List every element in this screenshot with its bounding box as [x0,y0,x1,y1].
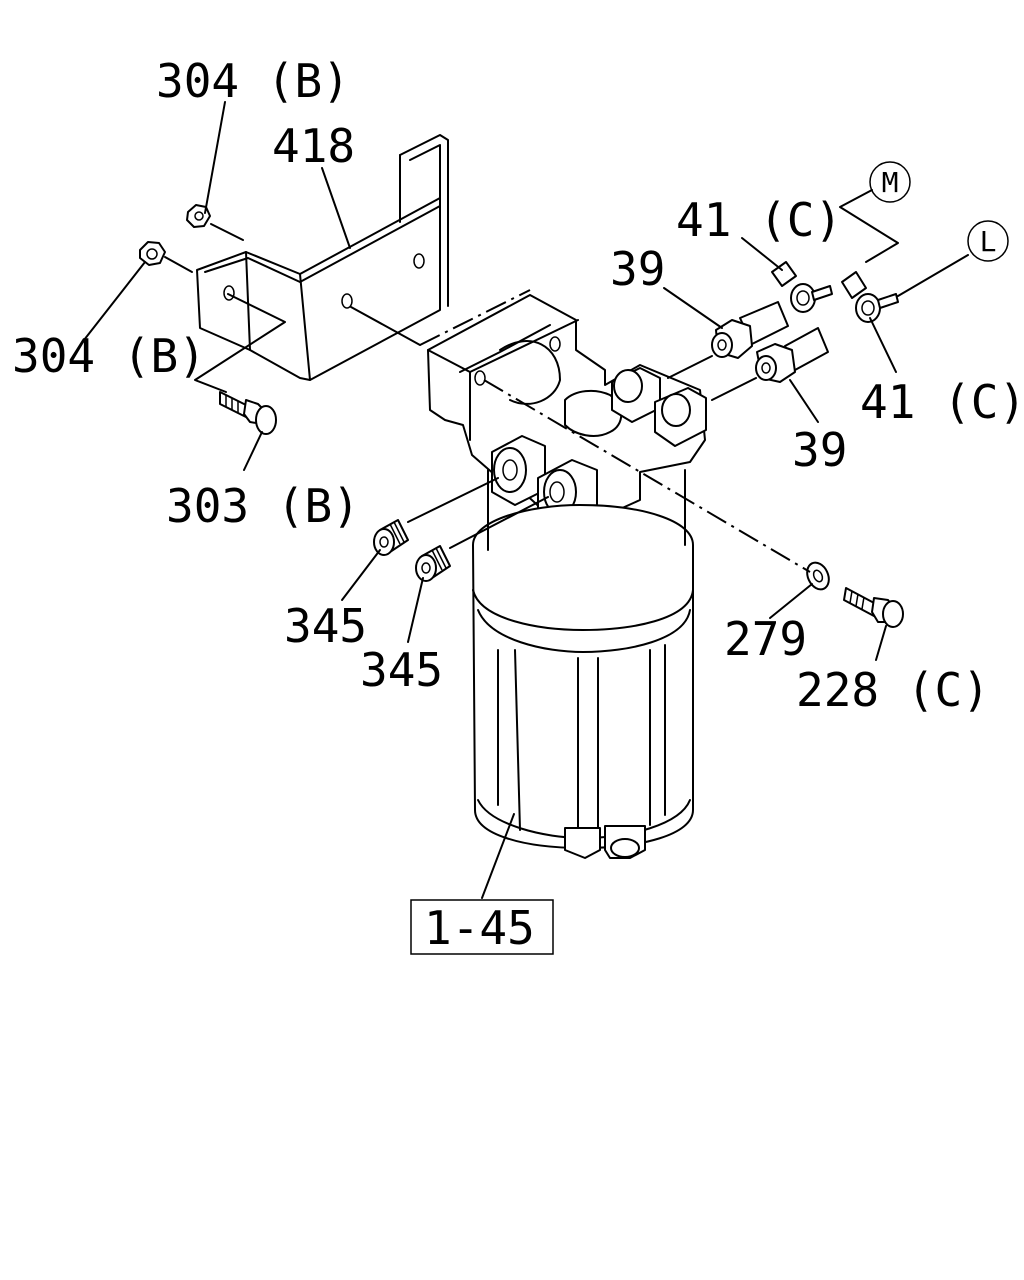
fitting-39-lower [755,327,829,383]
leader-345-lower [407,577,424,643]
label-345-upper: 345 [284,599,367,653]
leader-304b-upper [204,101,226,214]
label-345-lower: 345 [360,643,443,697]
leader-l [897,254,969,297]
bolt-228c [843,587,904,628]
leader-345-upper [341,549,381,601]
ref-m-text: M [882,166,899,199]
leader-nut-left [164,256,193,273]
leader-41c-upper [741,237,783,271]
bolt-path [194,293,286,393]
label-303b: 303 (B) [166,479,360,533]
filter-bowl [472,469,694,859]
label-304b-left: 304 (B) [12,329,206,383]
leader-303b [243,431,263,471]
centerline-bolt [483,379,811,573]
line-clip-m [839,189,899,263]
nut-304b-upper [186,204,211,228]
assembly-ref-text: 1-45 [424,901,535,955]
leader-418 [321,167,351,249]
label-418: 418 [272,119,355,173]
ref-circle-l: L [967,220,1009,262]
bracket-418 [196,134,449,381]
nut-304b-left [139,241,166,266]
label-41c-upper: 41 (C) [676,193,842,247]
bolt-303b [219,391,277,435]
label-39-upper: 39 [610,242,665,296]
label-39-lower: 39 [792,423,847,477]
label-228c: 228 (C) [796,663,990,717]
label-279: 279 [724,612,807,666]
label-304b-upper: 304 (B) [156,54,350,108]
leader-304b-left [83,261,146,341]
leader-228c [875,625,887,661]
assembly-ref-box: 1-45 [410,899,554,955]
clip-41c-upper [771,261,833,313]
centerline-bracket [419,289,531,346]
leader-1-45 [481,813,515,899]
bracket-hole-line [350,306,421,346]
line-fitting-lower [711,377,757,401]
line-plug-upper [407,477,499,523]
leader-279 [769,583,813,619]
leader-nut-upper [210,223,244,241]
ref-circle-m: M [869,161,911,203]
leader-39-upper [663,287,723,329]
washer-279 [806,561,830,591]
leader-39-lower [789,379,819,423]
line-plug-lower [449,496,549,549]
fitting-39-upper [711,301,789,359]
line-fitting-upper [667,355,713,379]
label-41c-lower: 41 (C) [860,375,1024,429]
ref-l-text: L [980,225,997,258]
leader-41c-lower [869,317,897,373]
plug-345-lower [415,545,451,582]
plug-345-upper [373,519,409,556]
clip-41c-lower [841,271,899,323]
